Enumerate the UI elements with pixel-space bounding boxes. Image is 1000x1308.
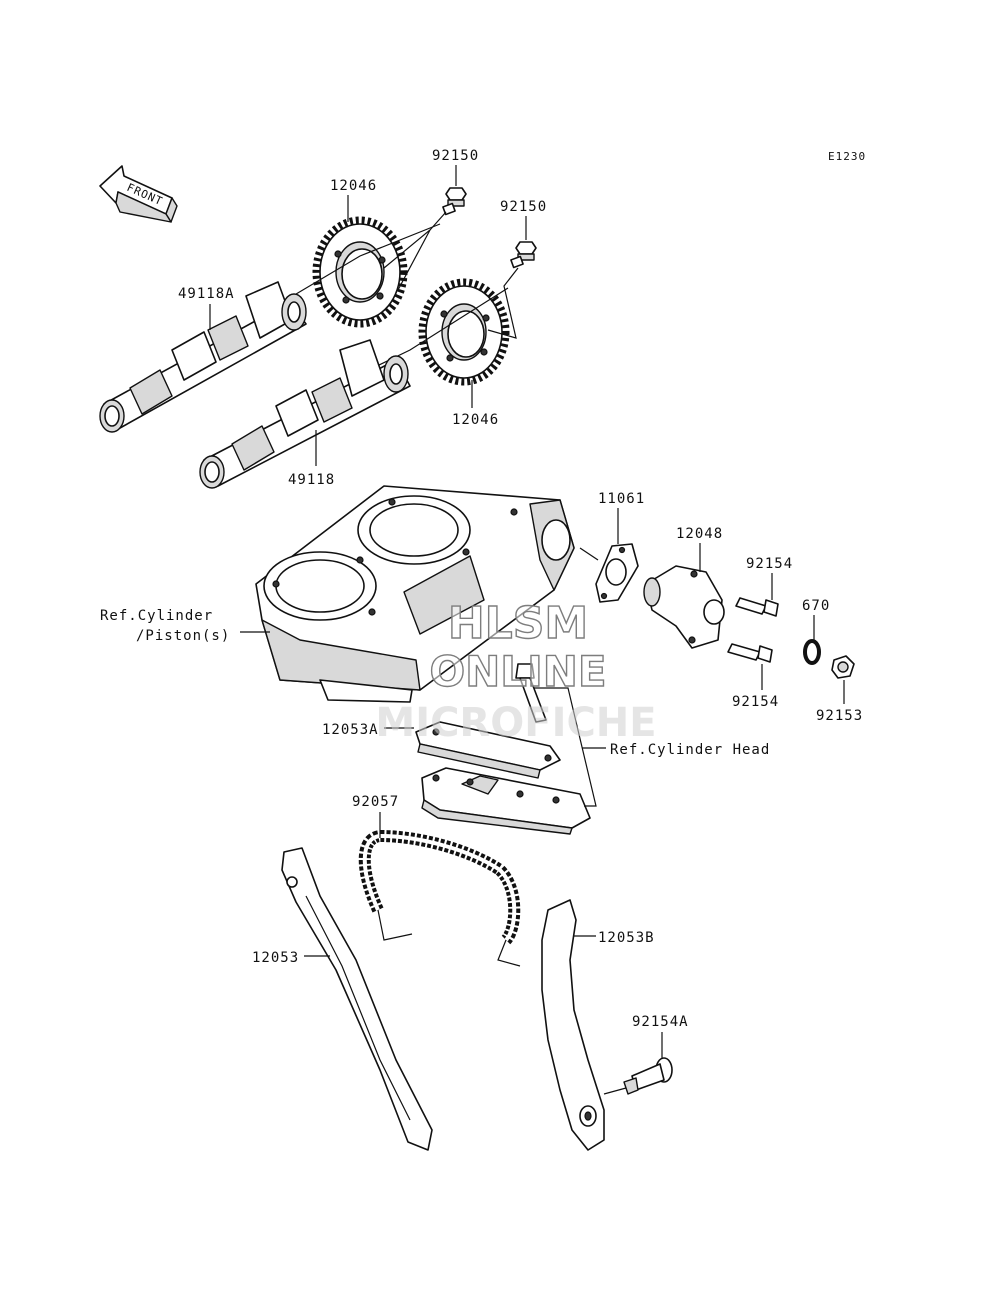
label-12053a: 12053A [322,722,379,738]
label-92154-upper: 92154 [746,556,793,572]
chain-guide-12053b[interactable] [541,899,605,1151]
label-92150-upper: 92150 [432,148,479,164]
label-92057: 92057 [352,794,399,810]
o-ring-670[interactable] [803,639,821,665]
diagram-code: E1230 [828,150,866,163]
bolt-92154-upper[interactable] [735,597,779,617]
guide-bolt-92154a[interactable] [623,1057,673,1095]
label-ref-piston: /Piston(s) [136,628,230,644]
watermark-line1: HLSM [448,598,588,649]
cylinder-block [255,485,575,703]
bolt-92154-lower[interactable] [727,643,773,663]
watermark: HLSM ONLINE MICROFICHE [375,597,656,746]
label-12053: 12053 [252,950,299,966]
bolt-92150-lower[interactable] [510,241,537,269]
guide-12053a[interactable] [415,721,561,779]
cam-chain-92057[interactable] [358,829,521,967]
label-92153: 92153 [816,708,863,724]
label-ref-cylinder-head: Ref.Cylinder Head [610,742,770,758]
front-arrow-icon: FRONT [99,165,178,223]
guide-12053a-bolt[interactable] [515,663,547,723]
label-49118a: 49118A [178,286,235,302]
bolt-92150-upper[interactable] [442,187,467,216]
label-49118: 49118 [288,472,335,488]
watermark-line3: MICROFICHE [375,700,656,746]
sprocket-12046-lower[interactable] [418,278,510,386]
label-670: 670 [802,598,830,614]
camshaft-49118a[interactable] [99,281,307,433]
label-12046-upper: 12046 [330,178,377,194]
label-92154-lower: 92154 [732,694,779,710]
label-12046-lower: 12046 [452,412,499,428]
label-12053b: 12053B [598,930,655,946]
label-11061: 11061 [598,491,645,507]
gasket-11061[interactable] [595,543,639,603]
watermark-line2: ONLINE [429,647,606,696]
label-ref-cylinder: Ref.Cylinder [100,608,213,624]
sprocket-12046-upper[interactable] [312,216,408,328]
tensioner-12048[interactable] [643,565,725,649]
label-92150-lower: 92150 [500,199,547,215]
cap-bolt-92153[interactable] [831,655,855,679]
guide-holder [421,767,591,835]
label-92154a: 92154A [632,1014,689,1030]
chain-guide-12053[interactable] [281,847,433,1151]
camshaft-49118[interactable] [199,339,411,489]
label-12048: 12048 [676,526,723,542]
